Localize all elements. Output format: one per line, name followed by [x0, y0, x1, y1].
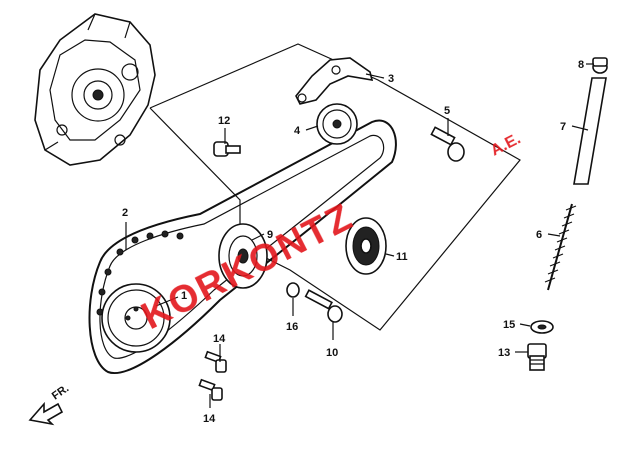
- bolt-14-lower: [198, 378, 223, 401]
- guide-roller-11: [345, 217, 387, 275]
- callout-12: 12: [218, 115, 230, 127]
- tensioner-arm: [295, 57, 374, 105]
- callout-16: 16: [286, 321, 298, 333]
- callout-8: 8: [578, 59, 584, 71]
- bolt-14-upper: [204, 350, 227, 373]
- crank-sprocket: [101, 283, 171, 353]
- direction-label: FR.: [50, 382, 71, 402]
- crankcase: [34, 13, 156, 166]
- callout-14a: 14: [213, 333, 226, 345]
- washer-16: [286, 282, 300, 298]
- washer-15-hole: [537, 324, 547, 330]
- callout-13: 13: [498, 347, 510, 359]
- assembly-outline-lower: [149, 107, 241, 245]
- callout-6: 6: [536, 229, 542, 241]
- callout-3: 3: [388, 73, 394, 85]
- front-direction-arrow: FR.: [28, 382, 71, 426]
- callout-15: 15: [503, 319, 515, 331]
- bolt-5: [430, 126, 465, 162]
- cam-chain: [88, 119, 397, 375]
- tensioner-pushrod: [573, 57, 608, 185]
- tensioner-sprocket: [316, 103, 358, 145]
- callout-5: 5: [444, 105, 450, 117]
- callout-2: 2: [122, 207, 128, 219]
- guide-roller-9: [218, 223, 268, 289]
- callout-7: 7: [560, 121, 566, 133]
- bolt-10: [304, 289, 343, 323]
- bolt-12: [213, 141, 241, 157]
- sealing-bolt-13: [527, 343, 547, 371]
- tensioner-spring: [544, 203, 577, 291]
- callout-14b: 14: [203, 413, 216, 425]
- watermark-suffix: A.E.: [488, 130, 523, 159]
- callout-numbers: 1 2 3 4 5 6 7 8 9 10 11 12 13 14 14 15 1…: [122, 59, 584, 425]
- watermark-text: KORKONTZ: [135, 196, 360, 338]
- leader-lines: [125, 63, 594, 408]
- callout-1: 1: [181, 290, 187, 302]
- callout-11: 11: [396, 251, 408, 263]
- chain-links: [96, 230, 184, 316]
- callout-10: 10: [326, 347, 338, 359]
- callout-9: 9: [267, 229, 273, 241]
- assembly-outline: [149, 43, 521, 331]
- callout-4: 4: [294, 125, 301, 137]
